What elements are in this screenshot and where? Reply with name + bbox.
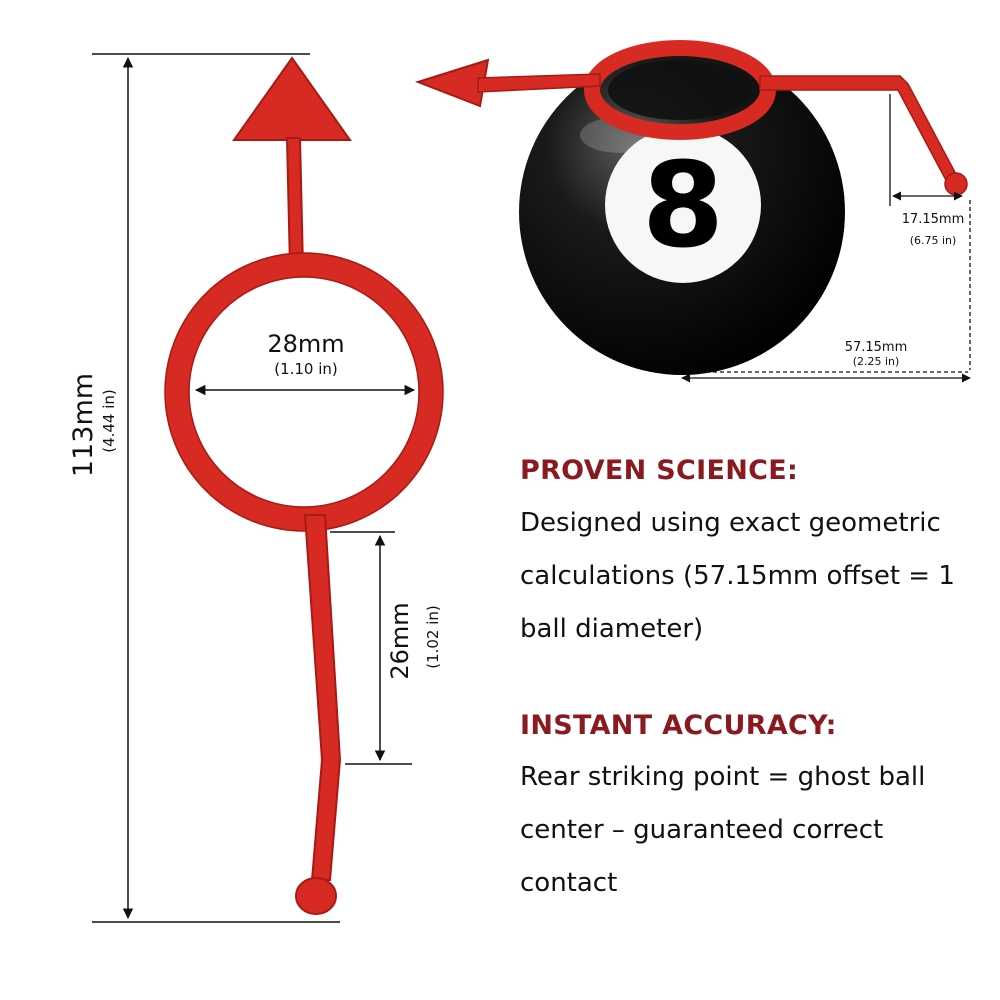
aiming-tool-front <box>164 56 444 915</box>
overall-dimension-value: 113mm <box>68 372 99 478</box>
section-line: Rear striking point = ghost ball <box>520 762 926 792</box>
ball-tool-left-arm <box>477 73 601 93</box>
eight-ball-scene <box>414 40 968 375</box>
drop-dimension-imperial: (6.75 in) <box>909 234 957 247</box>
shaft-dimension-value: 26mm <box>386 602 414 680</box>
section-line: center – guaranteed correct <box>520 815 884 845</box>
section-line: contact <box>520 868 618 898</box>
section-heading-instant-accuracy: INSTANT ACCURACY: <box>520 710 837 741</box>
offset-dimension-value: 57.15mm <box>844 340 908 355</box>
tool-arrow-head <box>232 56 352 141</box>
section-line: ball diameter) <box>520 614 704 644</box>
ball-tool-knob <box>944 172 968 196</box>
tool-knob <box>295 877 337 915</box>
drop-dimension-value: 17.15mm <box>901 212 965 227</box>
tool-upper-stem <box>285 137 305 269</box>
shaft-dimension-imperial: (1.02 in) <box>424 605 442 669</box>
ring-dimension-value: 28mm <box>267 330 345 358</box>
shaft-dimension <box>330 531 412 765</box>
tool-lower-shaft <box>303 514 342 881</box>
ring-dimension-imperial: (1.10 in) <box>274 360 338 378</box>
overall-dimension-imperial: (4.44 in) <box>100 389 118 453</box>
drop-dimension <box>889 94 971 370</box>
offset-dimension <box>678 371 971 383</box>
ball-number-circle <box>605 127 761 283</box>
section-line: Designed using exact geometric <box>520 508 941 538</box>
tool-ring <box>165 253 443 531</box>
section-line: calculations (57.15mm offset = 1 <box>520 561 955 591</box>
section-heading-proven-science: PROVEN SCIENCE: <box>520 455 799 486</box>
offset-dimension-imperial: (2.25 in) <box>852 355 900 368</box>
overall-dimension <box>92 53 340 923</box>
ball-number: 8 <box>641 136 725 274</box>
